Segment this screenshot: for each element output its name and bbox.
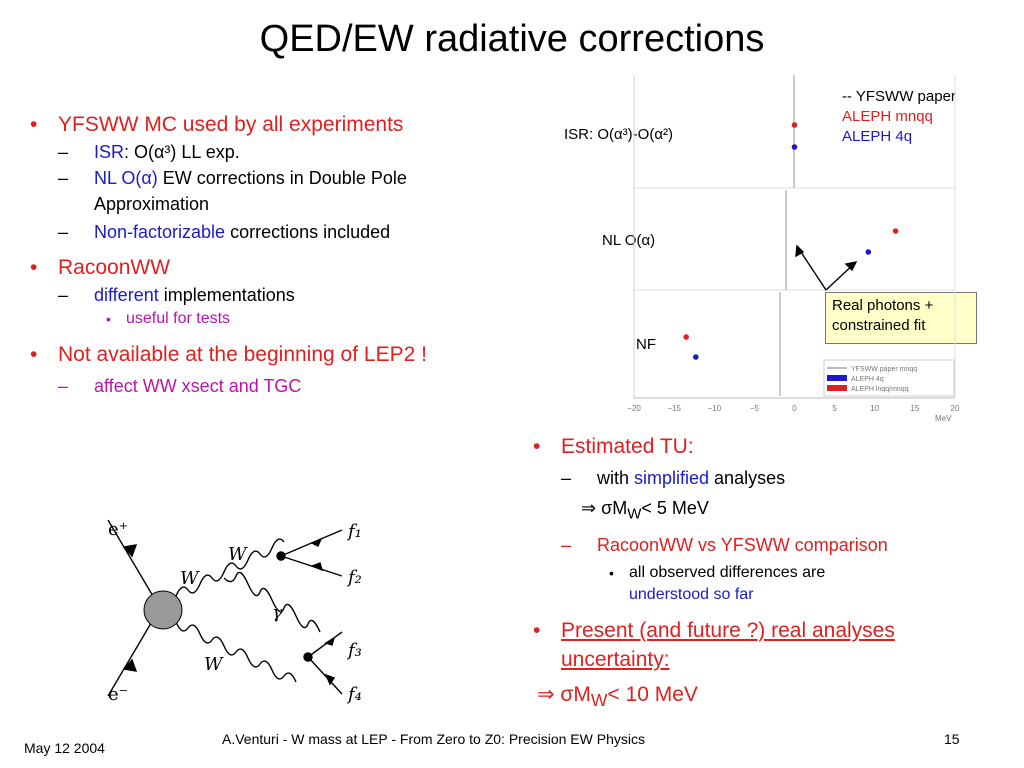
x-tick-label: 0 [792,404,797,413]
right-bullets: Estimated TU: with simplified analyses ⇒… [525,432,995,715]
x-axis-ticks: −20 −15 −10 −5 0 5 10 15 20 [627,404,960,413]
callout-arrows [795,244,858,291]
plot-frame [633,75,956,399]
sub-isr: ISR: O(α³) LL exp. [54,139,502,165]
label-w3: W [204,654,224,675]
data-point-mnqq [791,122,798,128]
line-eplus [107,519,161,609]
sub-useful: useful for tests [100,308,502,330]
result-10mev: ⇒ σMW< 10 MeV [537,682,698,710]
bullet-estimated-tu: Estimated TU: [525,432,995,461]
bullet-yfsww: YFSWW MC used by all experiments [22,110,502,139]
plot-legend-text-1: YFSWW paper mnqq [851,366,917,373]
x-tick-label: −15 [667,404,681,413]
footer-date: May 12 2004 [24,740,105,756]
label-w1: W [228,544,248,565]
vertex-upper [276,551,286,561]
line-f3 [307,631,343,658]
data-points [683,122,899,360]
data-point-4q [791,144,798,150]
bullet-racoonww: RacoonWW [22,253,502,282]
legend-top: -- YFSWW paper ALEPH mnqq ALEPH 4q [842,87,956,147]
label-gamma: γ [272,602,283,623]
w-lower-boson [175,621,297,683]
footer-page: 15 [944,731,960,747]
arrow-eplus [122,544,138,558]
label-f1: f₁ [346,521,362,542]
legend-yfsww-paper: -- YFSWW paper [842,88,956,105]
blob [143,590,183,630]
data-point-4q [692,354,699,360]
label-w2: W [180,568,200,589]
label-eplus: e⁺ [108,519,128,540]
sub-with-simplified: with simplified analyses [557,465,995,491]
plot-row-label-isr: ISR: O(α³)-O(α²) [564,126,673,143]
x-tick-label: −20 [627,404,641,413]
legend-aleph-4q: ALEPH 4q [842,128,913,145]
footer-title: A.Venturi - W mass at LEP - From Zero to… [222,731,645,747]
x-tick-label: 10 [870,404,879,413]
result-5mev: ⇒ σMW< 5 MeV [581,498,709,523]
data-point-mnqq [683,334,689,340]
plot-row-label-nf: NF [636,336,656,353]
x-tick-label: 20 [951,404,960,413]
slide-title: QED/EW radiative corrections [259,18,765,60]
vertex-lower [303,652,313,662]
sub-different: different implementations [54,282,502,308]
sub-affect: affect WW xsect and TGC [54,373,502,399]
plot-row-label-nl: NL O(α) [602,232,656,249]
feynman-labels: e⁺ e⁻ W W W γ f₁ f₂ f₃ f₄ [108,519,362,705]
label-f2: f₂ [346,567,362,588]
plot-legend-box: YFSWW paper mnqq ALEPH 4q ALEPH lnqq/mnq… [823,359,955,397]
x-tick-label: −5 [750,404,760,413]
label-f4: f₄ [346,684,362,705]
legend-aleph-mnqq: ALEPH mnqq [842,108,933,125]
x-tick-label: 15 [910,404,919,413]
sub-nl: NL O(α) EW corrections in Double Pole Ap… [54,165,494,217]
bullet-present: Present (and future ?) real analyses unc… [525,616,991,674]
x-tick-label: 5 [832,404,837,413]
left-bullets: YFSWW MC used by all experiments ISR: O(… [22,110,502,399]
plot-legend-text-3: ALEPH lnqq/mnqq [851,386,909,393]
label-eminus: e⁻ [108,684,128,705]
w-upper-boson [175,538,285,597]
feynman-diagram [107,519,343,697]
x-tick-label: −10 [707,404,721,413]
callout-real-photons: Real photons + constrained fit [825,292,977,344]
x-axis-unit: MeV [935,414,952,423]
arrow-eminus [122,658,138,672]
sub-nf: Non-factorizable corrections included [54,219,502,245]
photon-line [223,571,321,633]
data-point-mnqq [892,228,899,234]
bullet-not-available: Not available at the beginning of LEP2 ! [22,340,458,369]
plot-legend-text-2: ALEPH 4q [851,376,884,383]
line-f4 [307,656,343,695]
sub-comparison: RacoonWW vs YFSWW comparison [557,532,995,558]
label-f3: f₃ [346,640,362,661]
data-point-4q [865,249,872,255]
